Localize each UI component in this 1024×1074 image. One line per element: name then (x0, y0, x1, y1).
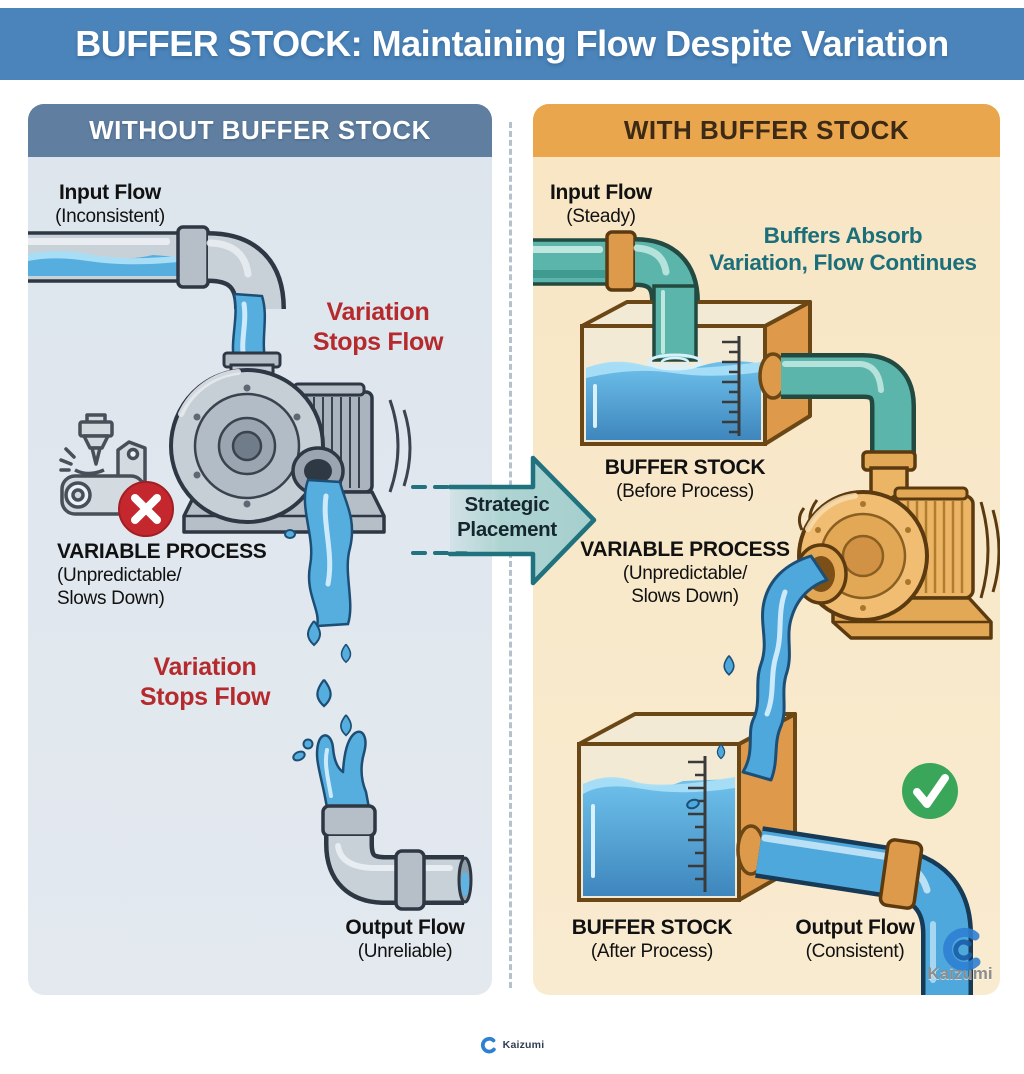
pump-icon (794, 450, 1000, 640)
output-flow-label: Output Flow (Unreliable) (345, 916, 465, 963)
variation-warning-top: Variation Stops Flow (312, 298, 444, 356)
water-stream-icon (284, 478, 354, 628)
right-panel-illustration (533, 230, 1000, 995)
right-panel: WITH BUFFER STOCK Input Flow (Steady) Bu… (533, 104, 1000, 995)
left-panel: WITHOUT BUFFER STOCK Input Flow (Inconsi… (28, 104, 492, 995)
output-flow-label: Output Flow (Consistent) (795, 916, 915, 963)
water-splash-icon (292, 730, 371, 810)
input-pipe-icon (533, 230, 700, 304)
arrow-label: Strategic Placement (457, 493, 557, 542)
buffer-tank-before-icon (580, 284, 812, 446)
buffer-after-label: BUFFER STOCK (After Process) (571, 916, 733, 963)
water-drips-icon (302, 620, 352, 750)
output-pipe-icon (755, 826, 973, 995)
buffer-tank-after-icon (577, 712, 797, 902)
connecting-pipe-icon (781, 353, 916, 462)
variable-process-label: VARIABLE PROCESS (Unpredictable/ Slows D… (57, 540, 267, 610)
left-panel-title: WITHOUT BUFFER STOCK (89, 115, 431, 145)
variation-warning-bottom: Variation Stops Flow (139, 653, 271, 711)
right-panel-title: WITH BUFFER STOCK (623, 115, 910, 145)
kaizumi-watermark: Kaizumi (927, 964, 993, 983)
pump-icon (169, 351, 412, 534)
footer-brand-name: Kaizumi (502, 1039, 545, 1051)
strategic-placement-arrow: Strategic Placement (405, 450, 605, 590)
buffer-before-label: BUFFER STOCK (Before Process) (604, 456, 766, 503)
input-flow-label: Input Flow (Steady) (550, 181, 652, 228)
error-icon (118, 481, 174, 537)
footer-brand: Kaizumi (0, 1036, 1024, 1054)
output-pipe-icon (321, 804, 473, 911)
kaizumi-logo-icon (480, 1036, 496, 1054)
check-icon (902, 763, 958, 819)
benefit-note: Buffers Absorb Variation, Flow Continues (709, 223, 977, 275)
input-flow-label: Input Flow (Inconsistent) (55, 181, 165, 228)
arrow-icon (411, 455, 597, 586)
title-bar: BUFFER STOCK: Maintaining Flow Despite V… (0, 8, 1024, 80)
right-panel-header: WITH BUFFER STOCK (533, 104, 1000, 157)
kaizumi-logo-icon (943, 927, 981, 971)
page-title: BUFFER STOCK: Maintaining Flow Despite V… (75, 23, 949, 64)
left-panel-header: WITHOUT BUFFER STOCK (28, 104, 492, 157)
variable-process-label: VARIABLE PROCESS (Unpredictable/ Slows D… (580, 538, 790, 608)
input-pipe-icon (28, 225, 286, 311)
left-panel-illustration (28, 225, 473, 911)
water-stream-icon (686, 554, 829, 810)
